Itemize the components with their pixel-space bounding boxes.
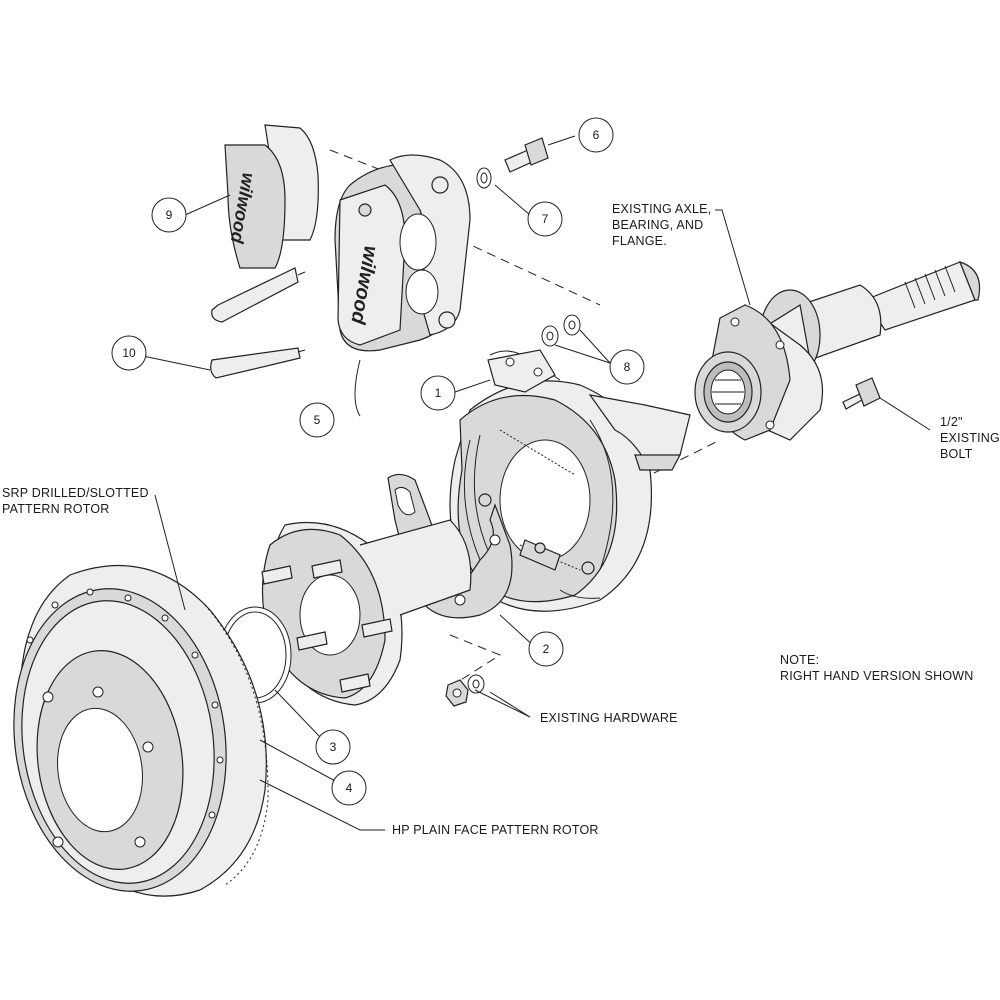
svg-text:5: 5 [314, 413, 321, 427]
label-existing-bolt: 1/2" EXISTING BOLT [940, 415, 1000, 461]
existing-hardware-nut-washer [445, 674, 485, 707]
svg-text:10: 10 [122, 346, 136, 360]
svg-text:NOTE:: NOTE: [780, 653, 819, 667]
wheel-studs [261, 559, 393, 693]
existing-bolt [842, 377, 881, 410]
leader-lines [137, 135, 931, 831]
svg-text:FLANGE.: FLANGE. [612, 234, 667, 248]
svg-text:RIGHT HAND VERSION SHOWN: RIGHT HAND VERSION SHOWN [780, 669, 973, 683]
axle-splines [904, 265, 956, 309]
callout-3: 3 [315, 729, 351, 765]
svg-text:8: 8 [624, 360, 631, 374]
label-existing-hardware: EXISTING HARDWARE [540, 711, 678, 725]
svg-text:6: 6 [593, 128, 600, 142]
bracket-shims [541, 314, 581, 347]
callout-9: 9 [151, 197, 187, 233]
svg-text:3: 3 [330, 740, 337, 754]
svg-text:BOLT: BOLT [940, 447, 973, 461]
rotor-lug-holes [42, 686, 154, 848]
text-labels: EXISTING AXLE, BEARING, AND FLANGE. 1/2"… [2, 202, 1000, 837]
rotor-hat [261, 519, 472, 706]
rotor-drill-holes [26, 588, 224, 819]
svg-text:1: 1 [435, 386, 442, 400]
pad-retainer-springs [210, 267, 306, 379]
callouts: 1 2 3 4 5 6 7 8 9 10 [111, 117, 645, 806]
callout-8: 8 [609, 349, 645, 385]
svg-text:PATTERN ROTOR: PATTERN ROTOR [2, 502, 109, 516]
label-existing-axle: EXISTING AXLE, BEARING, AND FLANGE. [612, 202, 711, 248]
svg-text:BEARING, AND: BEARING, AND [612, 218, 703, 232]
callout-4: 4 [331, 770, 367, 806]
svg-text:9: 9 [166, 208, 173, 222]
label-hp-rotor: HP PLAIN FACE PATTERN ROTOR [392, 823, 599, 837]
svg-text:SRP DRILLED/SLOTTED: SRP DRILLED/SLOTTED [2, 486, 149, 500]
brake-rotor [13, 564, 269, 897]
svg-text:7: 7 [542, 212, 549, 226]
svg-text:1/2": 1/2" [940, 415, 963, 429]
svg-text:EXISTING AXLE,: EXISTING AXLE, [612, 202, 711, 216]
callout-1: 1 [420, 375, 456, 411]
svg-text:4: 4 [346, 781, 353, 795]
callout-2: 2 [528, 631, 564, 667]
caliper-bolt [504, 137, 549, 173]
svg-text:2: 2 [543, 642, 550, 656]
label-srp-rotor: SRP DRILLED/SLOTTED PATTERN ROTOR [2, 486, 149, 516]
svg-text:EXISTING: EXISTING [940, 431, 1000, 445]
callout-6: 6 [578, 117, 614, 153]
callout-5: 5 [299, 402, 335, 438]
label-note: NOTE: RIGHT HAND VERSION SHOWN [780, 653, 973, 683]
brake-pads: wilwood [224, 124, 319, 269]
washer [476, 167, 492, 189]
caliper: wilwood [334, 154, 471, 352]
axle-bearing [694, 351, 762, 433]
callout-7: 7 [527, 201, 563, 237]
callout-10: 10 [111, 335, 147, 371]
existing-axle-assembly [694, 261, 981, 441]
